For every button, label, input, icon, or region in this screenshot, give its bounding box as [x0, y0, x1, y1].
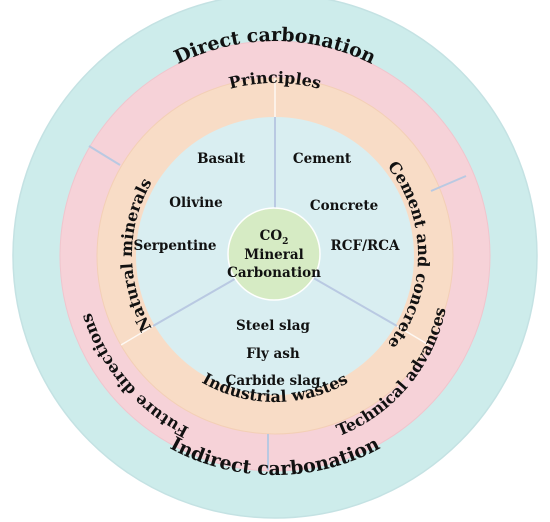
- center-co2: CO2: [260, 228, 289, 247]
- item-concrete: Concrete: [310, 198, 378, 214]
- center-line2: Carbonation: [227, 265, 321, 281]
- item-steel-slag: Steel slag: [236, 318, 310, 334]
- core-divider-left: [152, 275, 241, 327]
- middle-divider-right: [430, 175, 467, 192]
- middle-ring-border: [59, 40, 491, 472]
- center-line1: Mineral: [244, 247, 303, 263]
- item-basalt: Basalt: [197, 151, 246, 167]
- item-olivine: Olivine: [169, 195, 222, 211]
- center-circle: [227, 207, 321, 301]
- inner-divider-right: [396, 325, 430, 346]
- outer-ring-border: [12, 0, 538, 519]
- item-serpentine: Serpentine: [133, 238, 216, 254]
- item-cement: Cement: [293, 151, 352, 167]
- core-divider-right: [309, 275, 398, 327]
- item-fly-ash: Fly ash: [246, 346, 300, 362]
- item-carbide-slag: Carbide slag: [226, 373, 321, 389]
- inner-divider-left: [120, 325, 154, 346]
- middle-divider-left: [88, 145, 121, 166]
- item-rcf-rca: RCF/RCA: [331, 238, 400, 254]
